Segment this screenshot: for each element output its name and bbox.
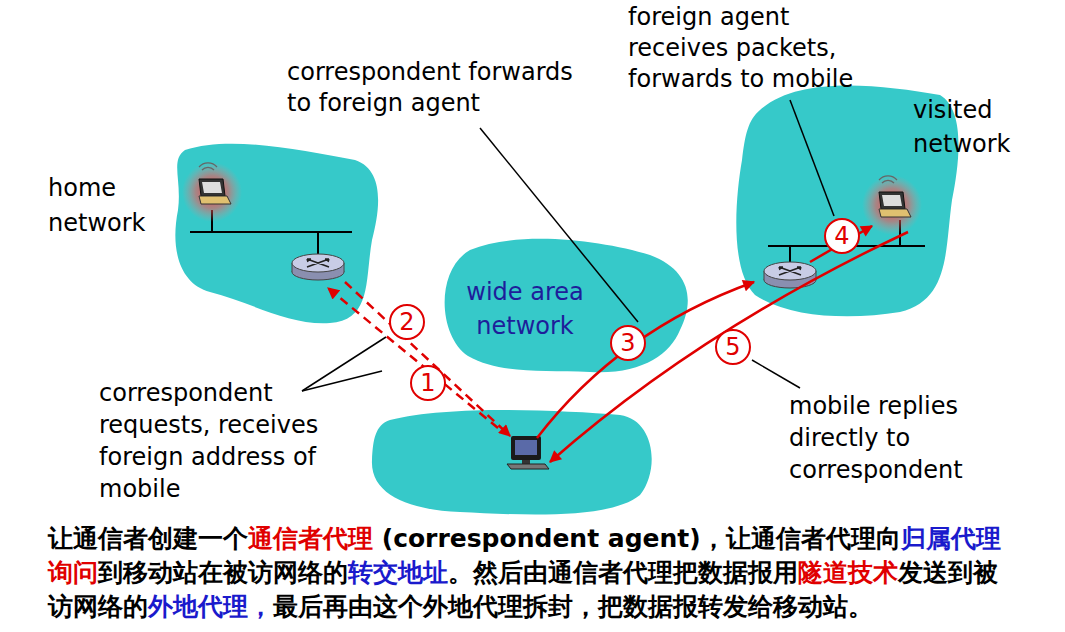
network-node: visited network <box>913 93 1025 161</box>
wide-area-region <box>445 239 688 372</box>
leader-lines <box>302 371 382 391</box>
callout-number: 2 <box>389 304 425 340</box>
caption-run: 隧道技术 <box>798 558 898 587</box>
home-router <box>292 254 344 280</box>
network-name: home network <box>48 171 168 241</box>
leader-lines <box>302 100 834 391</box>
annotation-text: mobile replies directly to correspondent <box>789 390 989 486</box>
mobile-laptop-visited <box>879 209 911 217</box>
callout-number: 4 <box>824 218 860 254</box>
mobile-laptop-home <box>182 162 242 222</box>
network-name: wide area network <box>455 275 595 343</box>
network-node: wide area network <box>455 275 595 343</box>
mobile-laptop-home <box>202 182 222 193</box>
correspondent-computer <box>507 436 549 469</box>
home-lan <box>317 232 319 256</box>
callout-number: 5 <box>715 329 751 365</box>
callout-number: 1 <box>410 365 446 401</box>
network-node: home network <box>48 171 168 241</box>
mobile-laptop-home <box>182 162 242 222</box>
home-router <box>307 259 329 267</box>
caption-run: 归属代理 <box>901 524 1001 553</box>
correspondent-computer <box>515 440 537 455</box>
mobile-laptop-visited <box>882 195 902 206</box>
home-network-region <box>175 144 378 324</box>
annotation-text: foreign agent receives packets, forwards… <box>628 2 868 95</box>
correspondent-computer <box>522 460 530 464</box>
caption-run: 通信者代理 <box>248 524 373 553</box>
caption-run: 询问 <box>48 558 98 587</box>
callout-number: 3 <box>610 325 646 361</box>
annotation-text: correspondent forwards to foreign agent <box>287 57 587 119</box>
foreign-agent-router <box>764 262 816 280</box>
mobile-laptop-home <box>199 179 225 196</box>
visited-lan <box>789 246 791 264</box>
mobile-laptop-home <box>199 163 217 170</box>
caption-run: 到移动站在被访网络的 <box>98 558 348 587</box>
caption-text: 让通信者创建一个通信者代理 (correspondent agent)，让通信者… <box>48 522 1016 624</box>
mobile-laptop-visited <box>879 176 897 183</box>
caption-run: 转交地址 <box>348 558 448 587</box>
caption-run: 最后再由这个外地代理拆封，把数据报转发给移动站。 <box>273 592 873 621</box>
correspondent-region <box>372 410 652 515</box>
home-lan <box>190 231 352 233</box>
mobile-laptop-home <box>199 196 231 204</box>
leader-lines <box>752 360 800 388</box>
annotation-text: correspondent requests, receives foreign… <box>99 377 339 505</box>
network-name: visited network <box>913 93 1025 161</box>
caption-run: (correspondent agent)，让通信者代理向 <box>373 524 901 553</box>
mobile-laptop-visited <box>879 192 905 209</box>
leader-lines <box>302 337 386 391</box>
caption-run: 外地代理， <box>148 592 273 621</box>
correspondent-computer <box>511 436 541 460</box>
home-router <box>292 254 344 272</box>
caption-run: 。然后由通信者代理把数据报用 <box>448 558 798 587</box>
correspondent-computer <box>507 464 549 469</box>
foreign-agent-router <box>779 267 801 275</box>
leader-lines <box>790 100 834 216</box>
caption-run: 让通信者创建一个 <box>48 524 248 553</box>
